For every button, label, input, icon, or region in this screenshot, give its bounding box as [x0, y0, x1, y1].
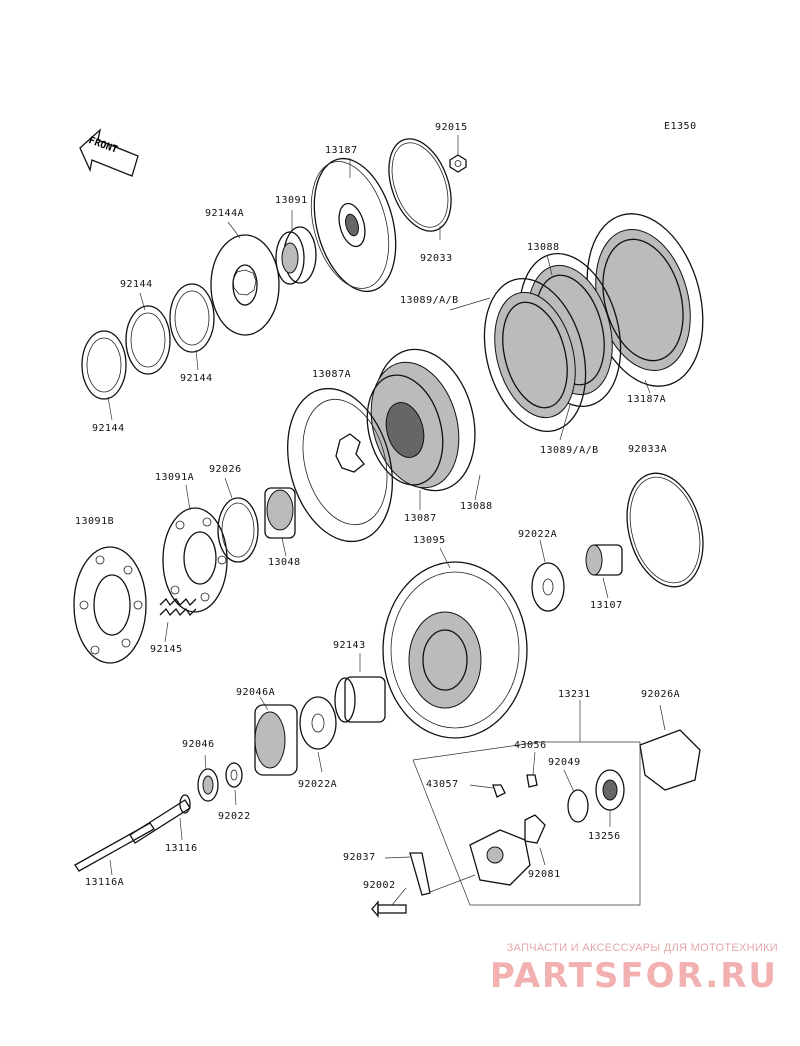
part-label: 13088: [527, 242, 560, 253]
part-92144-washers: [81, 283, 215, 400]
part-label: 92033: [420, 253, 453, 264]
part-label: 13095: [413, 535, 446, 546]
part-label: 92046: [182, 739, 215, 750]
part-label: 92022A: [298, 779, 338, 790]
part-13087A-plate: [287, 387, 393, 543]
part-label: 13116A: [85, 877, 125, 888]
part-92046A-bearing: [254, 704, 298, 776]
part-label: 13116: [165, 843, 198, 854]
part-label: 43057: [426, 779, 459, 790]
part-13256-bearing: [595, 769, 625, 811]
part-label: 13091: [275, 195, 308, 206]
part-13091-bearing: [275, 226, 317, 285]
part-92145-spring: [159, 597, 197, 617]
part-label: 92026: [209, 464, 242, 475]
part-label: 92037: [343, 852, 376, 863]
part-13091A-plate: [162, 507, 228, 613]
part-label: 13089/A/B: [540, 445, 599, 456]
part-label: 92143: [333, 640, 366, 651]
part-label: 92046A: [236, 687, 276, 698]
part-label: 13231: [558, 689, 591, 700]
part-label: 13087: [404, 513, 437, 524]
part-13087-hub: [366, 348, 476, 492]
part-92026-ring: [217, 497, 259, 563]
part-92144A-plate: [210, 234, 280, 336]
part-label: 92015: [435, 122, 468, 133]
part-92026A-cover: [639, 729, 701, 791]
part-13107-collar: [585, 544, 623, 576]
part-label: 92081: [528, 869, 561, 880]
part-92046-bearing: [197, 768, 219, 802]
part-13116-pushrod: [129, 794, 191, 844]
part-13091B-plate: [73, 546, 147, 664]
part-label: 13091B: [75, 516, 115, 527]
part-13231-release: [469, 774, 546, 886]
part-13187-pressure-plate: [310, 157, 397, 293]
part-92049-seal: [567, 789, 589, 823]
part-label: 92144: [180, 373, 213, 384]
part-13088-13089-plates: [483, 252, 622, 433]
part-label: 92144: [120, 279, 153, 290]
watermark-brand: PARTSFOR.RU: [489, 956, 778, 996]
front-arrow-icon: [79, 128, 139, 177]
part-label: 13091A: [155, 472, 195, 483]
watermark-subtitle: ЗАПЧАСТИ И АКСЕССУАРЫ ДЛЯ МОТОТЕХНИКИ: [506, 942, 778, 954]
part-label: 92026A: [641, 689, 681, 700]
part-label: 13089/A/B: [400, 295, 459, 306]
part-92002-bolt: [371, 900, 407, 918]
part-92022-washer: [225, 762, 243, 788]
part-13095-housing: [382, 561, 528, 739]
part-label: 13187: [325, 145, 358, 156]
part-92022A-washer-2: [299, 696, 337, 750]
watermark: ЗАПЧАСТИ И АКСЕССУАРЫ ДЛЯ МОТОТЕХНИКИ PA…: [490, 942, 778, 996]
part-label: 92144A: [205, 208, 245, 219]
part-92037-lever: [409, 852, 431, 896]
part-label: 92145: [150, 644, 183, 655]
part-label: 13107: [590, 600, 623, 611]
leader-lines: [107, 135, 666, 906]
part-label: 92022: [218, 811, 251, 822]
part-label: 92033A: [628, 444, 668, 455]
part-13116A-rod: [74, 822, 155, 872]
part-label: 13048: [268, 557, 301, 568]
part-92033A-circlip: [626, 472, 704, 588]
part-13048-sleeve: [264, 487, 296, 539]
part-label: 43056: [514, 740, 547, 751]
part-label: 92049: [548, 757, 581, 768]
part-label: 13088: [460, 501, 493, 512]
part-label: 92144: [92, 423, 125, 434]
part-92022A-washer: [531, 562, 565, 612]
part-92033-circlip: [388, 138, 452, 232]
diagram-code: E1350: [664, 121, 697, 132]
part-label: 92002: [363, 880, 396, 891]
part-label: 92022A: [518, 529, 558, 540]
part-label: 13187A: [627, 394, 667, 405]
part-label: 13256: [588, 831, 621, 842]
part-92015-nut: [449, 154, 467, 173]
part-92143-spacer: [334, 676, 386, 723]
part-label: 13087A: [312, 369, 352, 380]
